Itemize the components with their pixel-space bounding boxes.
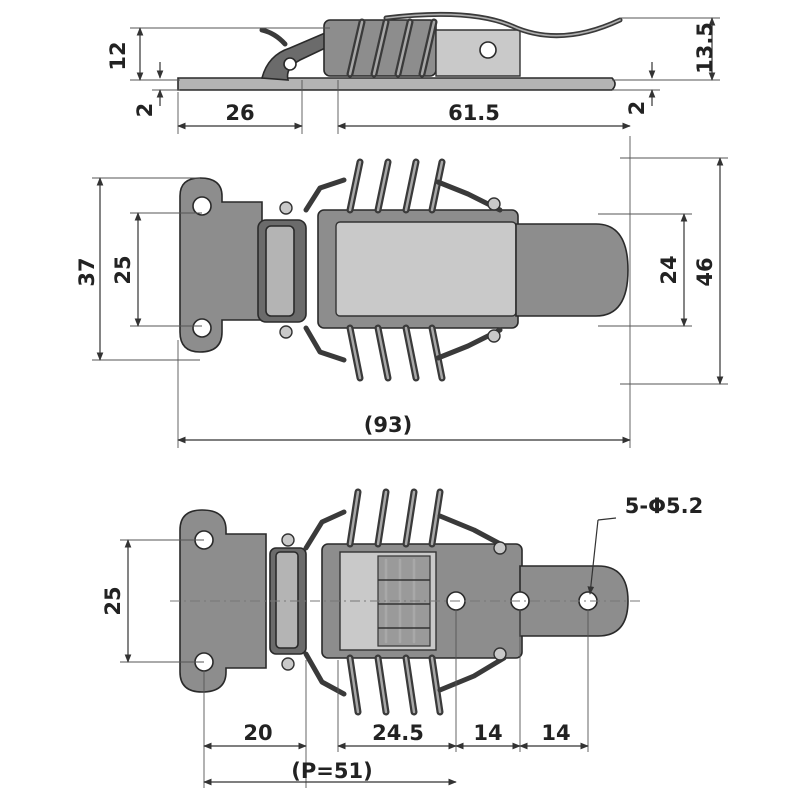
dim-bottom-hole-pitch: 25 [101,586,125,615]
dim-bottom-pitch-total: (P=51) [291,759,372,783]
dim-bottom-hole-pitch-a: 14 [473,721,502,745]
bottom-center-spring [377,555,431,647]
dim-side-length-body: 61.5 [448,101,500,125]
bottom-spring-lower [303,651,507,716]
dim-side-length-base: 26 [225,101,254,125]
side-view: 12 2 13.5 2 26 61.5 [106,11,720,134]
side-spring [346,18,438,78]
dim-bottom-hole-pitch-b: 14 [541,721,570,745]
dim-bottom-base-offset: 20 [243,721,272,745]
dim-overall-length: (93) [364,413,412,437]
dim-bottom-spring-offset: 24.5 [372,721,424,745]
dim-top-hole-pitch: 25 [111,255,135,284]
dim-top-catch-width: 24 [657,255,681,284]
top-view: 37 25 24 46 (93) [75,136,728,448]
dim-plate-thickness-left: 2 [133,103,157,118]
bottom-spring-upper [303,488,507,551]
top-spring-lower [303,324,503,382]
dim-top-width-outer: 46 [693,257,717,286]
dim-plate-thickness-right: 2 [625,101,649,116]
dim-side-height-left: 12 [106,41,130,70]
bottom-view: 25 5-Φ5.2 20 24.5 14 14 (P=51) [101,488,703,788]
dim-side-height-right: 13.5 [693,22,717,74]
dim-top-height-outer: 37 [75,257,99,286]
holes-callout: 5-Φ5.2 [625,494,703,518]
top-spring-upper [303,158,503,214]
